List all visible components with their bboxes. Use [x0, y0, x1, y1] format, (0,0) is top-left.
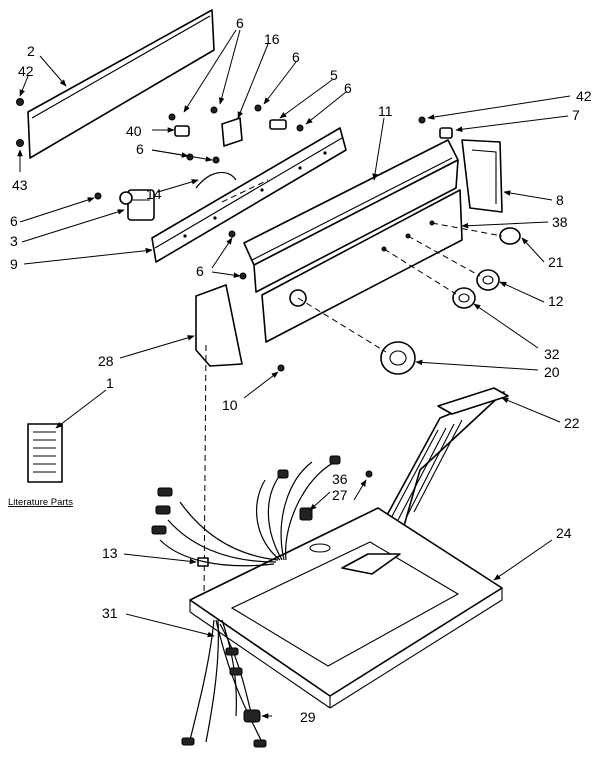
part-clip-7: [439, 127, 453, 139]
part-knob-12: [476, 269, 500, 291]
label-22: 22: [564, 415, 580, 431]
literature-parts-label: Literature Parts: [8, 497, 73, 508]
part-knob-21: [499, 227, 521, 245]
label-38: 38: [552, 214, 568, 230]
label-42: 42: [576, 88, 592, 104]
label-11: 11: [378, 103, 393, 119]
label-21: 21: [548, 254, 564, 270]
part-top-panel: [189, 507, 503, 709]
label-2: 2: [27, 43, 35, 59]
label-29: 29: [300, 709, 316, 725]
part-console-front: [261, 189, 463, 343]
part-number-labels: 2 42 43 6 16 6 5 6 40 6 14 11 42 7 8 6 3…: [8, 15, 592, 725]
label-6: 6: [236, 15, 244, 31]
label-6: 6: [10, 213, 18, 229]
part-wire-harness: [151, 455, 341, 567]
label-5: 5: [330, 67, 338, 83]
label-6: 6: [196, 263, 204, 279]
label-31: 31: [102, 605, 118, 621]
label-40: 40: [126, 123, 142, 139]
part-knob-20: [380, 341, 416, 375]
part-harness-14: [195, 171, 237, 189]
part-rear-panel: [27, 9, 215, 159]
part-knob-32: [452, 287, 476, 309]
part-vent: [379, 387, 509, 541]
leader-lines: [17, 29, 571, 719]
label-8: 8: [556, 192, 564, 208]
label-12: 12: [548, 293, 564, 309]
part-console: [243, 139, 459, 293]
label-42: 42: [18, 63, 34, 79]
part-timer: [119, 189, 155, 221]
label-24: 24: [556, 525, 572, 541]
label-6: 6: [344, 80, 352, 96]
label-9: 9: [10, 256, 18, 272]
label-43: 43: [12, 177, 28, 193]
label-1: 1: [106, 375, 114, 391]
part-bracket-16: [221, 117, 243, 147]
label-16: 16: [264, 31, 280, 47]
label-6: 6: [136, 141, 144, 157]
part-left-cap: [195, 284, 243, 367]
label-3: 3: [10, 233, 18, 249]
part-end-cap: [461, 139, 503, 213]
part-clip-5: [269, 119, 287, 130]
label-36: 36: [332, 471, 348, 487]
part-literature-card: [27, 423, 63, 483]
label-28: 28: [98, 353, 114, 369]
part-power-harness: [181, 619, 267, 748]
label-7: 7: [572, 107, 580, 123]
screws: [16, 98, 426, 478]
part-control-bracket: [151, 127, 347, 263]
label-14: 14: [146, 186, 162, 202]
label-20: 20: [544, 364, 560, 380]
label-10: 10: [222, 397, 238, 413]
part-switch: [174, 125, 190, 137]
label-13: 13: [102, 545, 118, 561]
label-27: 27: [332, 487, 348, 503]
label-6: 6: [292, 49, 300, 65]
label-32: 32: [544, 346, 560, 362]
